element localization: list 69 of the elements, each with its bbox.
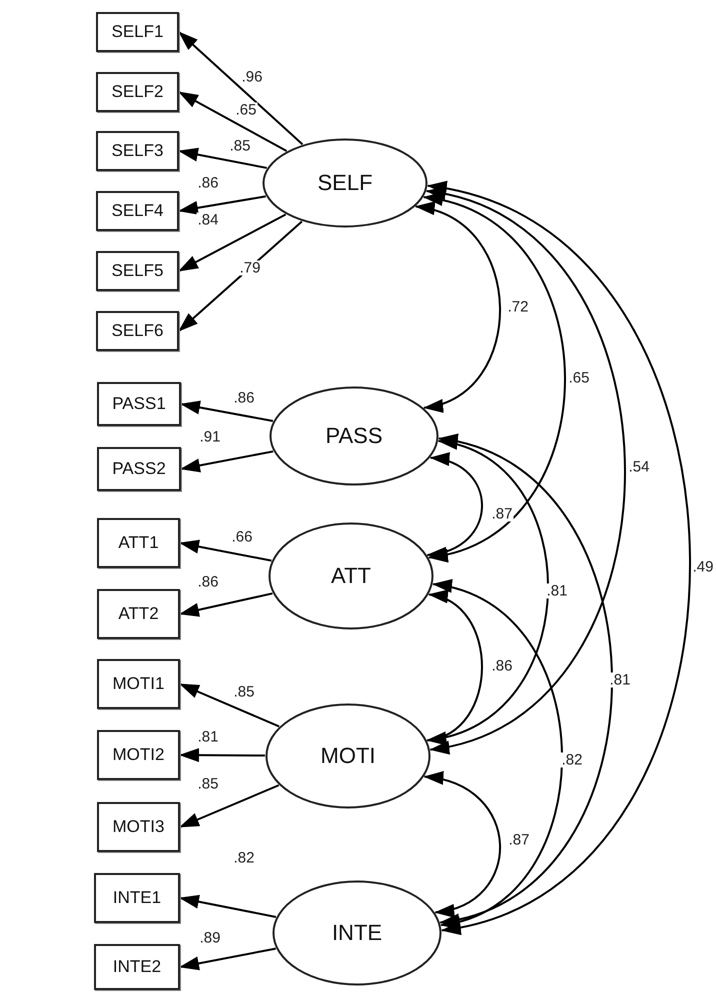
edge-label: .65	[234, 102, 258, 118]
loading-arrow	[178, 195, 266, 215]
loading-arrow	[178, 148, 267, 169]
indicator-box: INTE1	[94, 873, 180, 923]
loading-arrow	[179, 894, 276, 918]
edge-label: .82	[560, 752, 584, 768]
edge-label: .86	[490, 658, 514, 674]
indicator-box: MOTI3	[97, 802, 180, 852]
edge-label: .86	[232, 390, 256, 406]
loading-arrow	[178, 220, 303, 332]
loading-arrow	[179, 748, 266, 762]
edge-label: .66	[230, 530, 254, 544]
indicator-box: SELF2	[96, 72, 179, 112]
edge-label: .91	[198, 430, 222, 444]
covariance-arrow	[423, 773, 501, 916]
indicator-box: MOTI1	[97, 659, 180, 709]
indicator-box: MOTI2	[97, 730, 180, 780]
edge-label: .85	[232, 684, 256, 700]
edge-label: .86	[196, 574, 220, 590]
indicator-box: ATT1	[97, 518, 180, 568]
loading-arrow	[180, 450, 274, 472]
covariance-arrow	[426, 592, 483, 742]
loading-arrow	[179, 540, 272, 562]
edge-label: .72	[506, 300, 530, 314]
edge-label: .49	[692, 560, 714, 574]
covariance-arrow	[414, 204, 501, 410]
edge-label: .85	[228, 138, 252, 154]
edge-label: .65	[568, 370, 590, 386]
loading-arrow	[179, 948, 276, 970]
covariance-arrow	[422, 194, 566, 560]
covariance-arrow	[426, 184, 691, 932]
indicator-box: INTE2	[94, 944, 180, 990]
loading-arrow	[179, 683, 280, 728]
edge-label: .85	[196, 776, 220, 792]
edge-label: .82	[232, 850, 256, 866]
latent-variable-label: MOTI	[320, 743, 376, 769]
indicator-box: PASS2	[97, 447, 181, 491]
loading-arrow	[178, 31, 304, 146]
edge-label: .79	[238, 260, 262, 276]
loading-arrow	[179, 784, 280, 828]
covariance-arrow	[432, 582, 563, 927]
indicator-box: SELF4	[96, 191, 179, 231]
indicator-box: SELF5	[96, 251, 179, 291]
loading-arrow	[180, 400, 274, 422]
indicator-box: SELF6	[96, 311, 179, 351]
edge-label: .84	[196, 212, 220, 228]
latent-variable-label: ATT	[331, 563, 371, 589]
latent-variable-label: SELF	[317, 170, 373, 196]
loading-arrow	[178, 91, 288, 152]
edge-label: .86	[196, 176, 220, 190]
covariance-arrow	[426, 454, 483, 559]
latent-variable-label: INTE	[332, 920, 382, 946]
edge-label: .81	[196, 730, 220, 744]
edge-label: .89	[198, 930, 222, 946]
indicator-box: SELF1	[96, 12, 179, 52]
indicator-box: ATT2	[97, 589, 180, 639]
covariance-arrow	[438, 436, 613, 924]
edge-label: .96	[240, 70, 264, 84]
edge-label: .54	[628, 460, 650, 474]
covariance-arrow	[426, 189, 626, 752]
indicator-box: SELF3	[96, 131, 179, 171]
edge-label: .81	[608, 672, 632, 688]
loading-arrow	[178, 214, 286, 272]
edge-label: .87	[508, 832, 530, 848]
edge-label: .81	[546, 584, 568, 598]
loading-arrow	[179, 592, 273, 617]
indicator-box: PASS1	[97, 382, 181, 426]
edge-label: .87	[490, 506, 514, 522]
latent-variable-label: PASS	[325, 423, 383, 449]
